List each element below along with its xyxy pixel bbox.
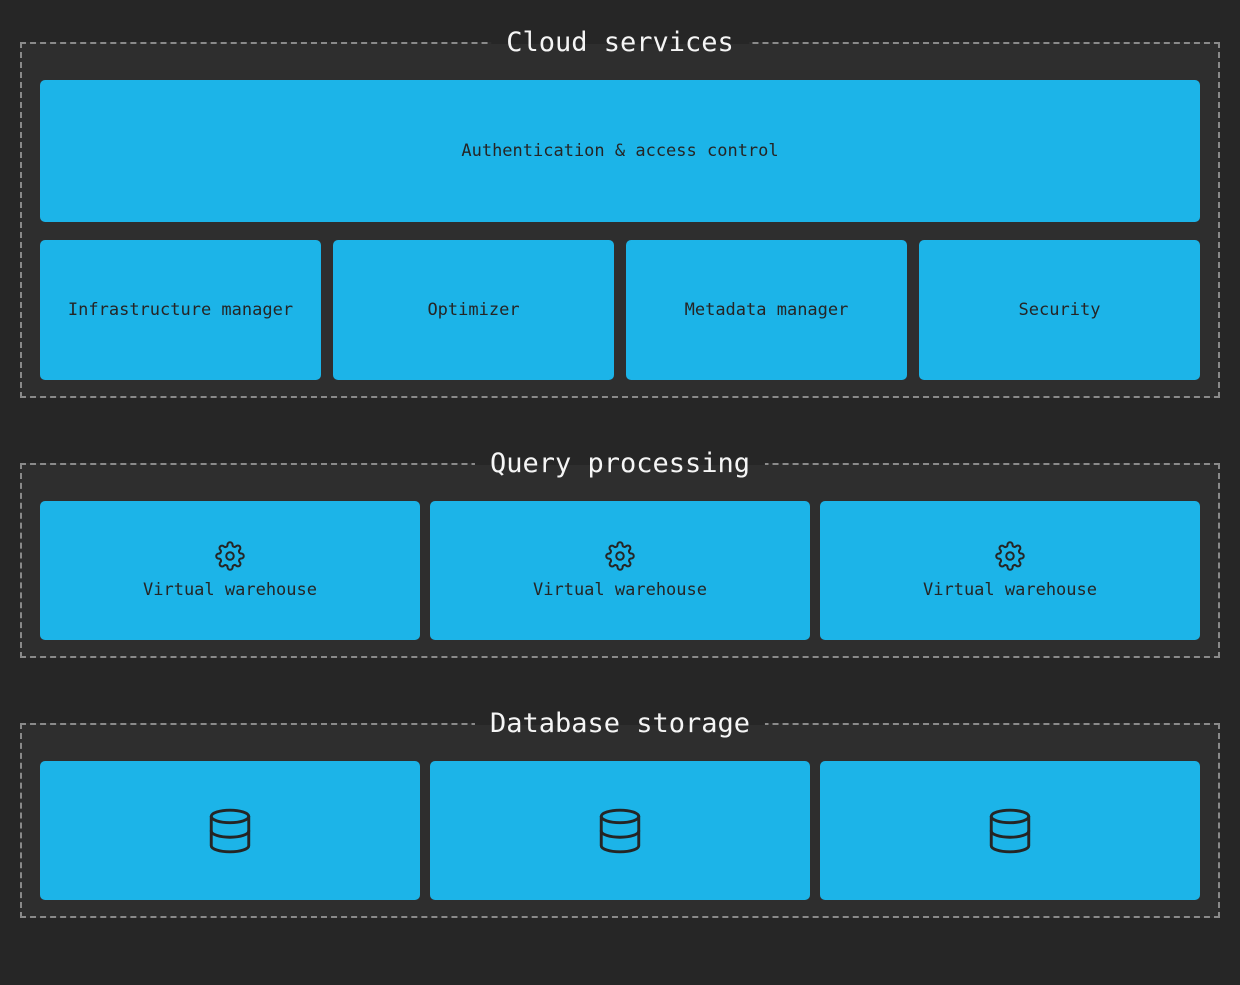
database-storage-row: [40, 761, 1200, 900]
box-label: Metadata manager: [684, 300, 849, 320]
gear-icon: [605, 541, 635, 571]
virtual-warehouse-box: Virtual warehouse: [820, 501, 1200, 640]
database-icon: [599, 808, 641, 853]
database-icon: [989, 808, 1031, 853]
section-cloud-services: Cloud services Authentication & access c…: [20, 23, 1220, 398]
query-processing-row: Virtual warehouse Virtual warehouse Virt…: [40, 501, 1200, 640]
database-box: [820, 761, 1200, 900]
box-label: Security: [1018, 300, 1101, 320]
box-label: Virtual warehouse: [923, 580, 1097, 600]
box-label: Virtual warehouse: [533, 580, 707, 600]
security-box: Security: [919, 240, 1200, 380]
cloud-services-row: Infrastructure manager Optimizer Metadat…: [40, 240, 1200, 380]
gear-icon: [995, 541, 1025, 571]
section-database-storage: Database storage: [20, 704, 1220, 918]
box-label: Authentication & access control: [461, 141, 779, 161]
box-label: Virtual warehouse: [143, 580, 317, 600]
virtual-warehouse-box: Virtual warehouse: [40, 501, 420, 640]
metadata-manager-box: Metadata manager: [626, 240, 907, 380]
section-title-query-processing: Query processing: [474, 444, 766, 484]
section-title-cloud-services: Cloud services: [491, 23, 749, 63]
database-box: [430, 761, 810, 900]
virtual-warehouse-box: Virtual warehouse: [430, 501, 810, 640]
optimizer-box: Optimizer: [333, 240, 614, 380]
gear-icon: [215, 541, 245, 571]
infrastructure-manager-box: Infrastructure manager: [40, 240, 321, 380]
auth-access-control-box: Authentication & access control: [40, 80, 1200, 222]
database-icon: [209, 808, 251, 853]
section-title-database-storage: Database storage: [474, 704, 766, 744]
box-label: Infrastructure manager: [67, 300, 294, 320]
architecture-diagram: Cloud services Authentication & access c…: [0, 23, 1240, 985]
database-box: [40, 761, 420, 900]
box-label: Optimizer: [427, 300, 520, 320]
section-query-processing: Query processing Virtual warehouse Virtu…: [20, 444, 1220, 658]
